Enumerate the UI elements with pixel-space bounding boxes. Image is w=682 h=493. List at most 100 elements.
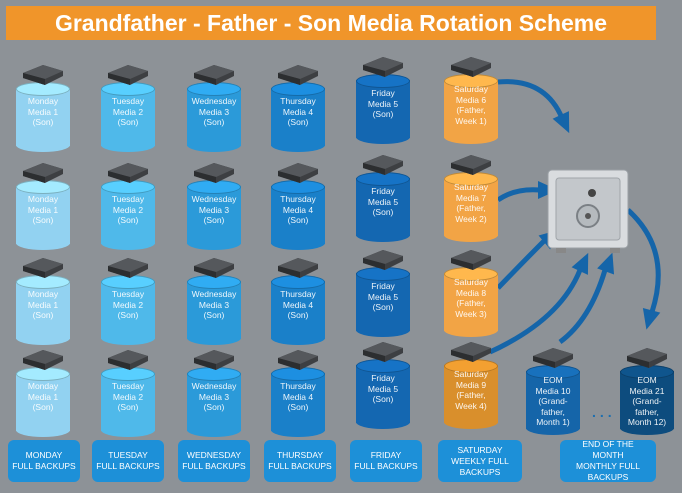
tape-drive-icon bbox=[108, 350, 148, 370]
media-label-line: Week 4) bbox=[455, 400, 487, 411]
rotation-arrow bbox=[488, 269, 583, 355]
tape-drive-icon bbox=[278, 350, 318, 370]
backup-type-label: MONDAY FULL BACKUPS bbox=[8, 440, 80, 482]
media-label-line: Wednesday bbox=[191, 381, 237, 391]
media-label-line: (Son) bbox=[32, 117, 54, 127]
media-label-line: (Father, bbox=[456, 298, 486, 308]
tape-drive-icon bbox=[451, 57, 491, 77]
media-label-line: Media 7 bbox=[455, 192, 487, 203]
media-label-line: (Son) bbox=[117, 117, 139, 127]
media-label-line: (Son) bbox=[32, 215, 54, 225]
media-label-line: Saturday bbox=[453, 369, 489, 379]
media-label-line: Wednesday bbox=[191, 96, 237, 106]
tape-drive-icon bbox=[278, 258, 318, 278]
tape-drive-icon bbox=[363, 342, 403, 362]
media-label-line: Tuesday bbox=[111, 289, 145, 299]
tape-drive-icon bbox=[363, 57, 403, 77]
media-label-line: (Son) bbox=[287, 117, 309, 127]
tape-drive-icon bbox=[108, 65, 148, 85]
media-label-line: Media 1 bbox=[27, 204, 59, 215]
media-label-line: Thursday bbox=[280, 194, 316, 204]
tape-drive-icon bbox=[451, 342, 491, 362]
media-label-line: (Son) bbox=[372, 394, 394, 404]
arrow-head-icon bbox=[642, 308, 661, 330]
backup-type-label: WEDNESDAY FULL BACKUPS bbox=[178, 440, 250, 482]
media-label-line: Thursday bbox=[280, 96, 316, 106]
media-label-line: Thursday bbox=[280, 289, 316, 299]
arrow-head-icon bbox=[597, 252, 615, 275]
rotation-arrow bbox=[497, 79, 565, 120]
media-label-line: EOM bbox=[637, 375, 657, 385]
media-label-line: (Father, bbox=[456, 105, 486, 115]
media-label-line: Media 2 bbox=[112, 204, 144, 215]
media-label-line: Monday bbox=[27, 289, 59, 299]
media-label-line: Media 21 bbox=[629, 385, 665, 396]
tape-drive-icon bbox=[23, 350, 63, 370]
media-label-line: Week 3) bbox=[455, 308, 487, 319]
media-label-line: Friday bbox=[371, 88, 395, 98]
media-label-line: (Son) bbox=[203, 215, 225, 225]
media-label-line: (Grand- bbox=[538, 396, 568, 406]
media-label-line: Saturday bbox=[453, 277, 489, 287]
backup-type-label: TUESDAY FULL BACKUPS bbox=[92, 440, 164, 482]
media-label-line: Media 3 bbox=[198, 204, 230, 215]
media-label-line: EOM bbox=[543, 375, 563, 385]
media-label-line: Saturday bbox=[453, 84, 489, 94]
tape-drive-icon bbox=[108, 258, 148, 278]
media-label-line: Media 9 bbox=[455, 379, 487, 390]
media-label-line: (Son) bbox=[287, 402, 309, 412]
tape-drive-icon bbox=[194, 258, 234, 278]
tape-drive-icon bbox=[278, 65, 318, 85]
media-label-line: (Son) bbox=[32, 402, 54, 412]
safe-icon bbox=[547, 169, 629, 253]
media-label-line: Wednesday bbox=[191, 289, 237, 299]
tape-drive-icon bbox=[451, 250, 491, 270]
media-label-line: Media 4 bbox=[282, 204, 314, 215]
media-label-line: Wednesday bbox=[191, 194, 237, 204]
media-label-line: (Son) bbox=[287, 310, 309, 320]
media-label-line: father, bbox=[635, 406, 659, 417]
media-label-line: Friday bbox=[371, 281, 395, 291]
media-label-line: Thursday bbox=[280, 381, 316, 391]
tape-drive-icon bbox=[23, 258, 63, 278]
rotation-arrow bbox=[496, 238, 547, 290]
media-label-line: Month 1) bbox=[536, 417, 570, 427]
tape-drive-icon bbox=[194, 65, 234, 85]
media-label-line: Media 3 bbox=[198, 106, 230, 117]
media-label-line: Media 8 bbox=[455, 287, 487, 298]
backup-type-label: FRIDAY FULL BACKUPS bbox=[350, 440, 422, 482]
media-label-line: Media 4 bbox=[282, 106, 314, 117]
tape-drive-icon bbox=[278, 163, 318, 183]
media-label-line: Media 2 bbox=[112, 299, 144, 310]
media-label-line: Media 3 bbox=[198, 391, 230, 402]
media-label-line: Saturday bbox=[453, 182, 489, 192]
media-label-line: Month 12) bbox=[627, 417, 667, 427]
